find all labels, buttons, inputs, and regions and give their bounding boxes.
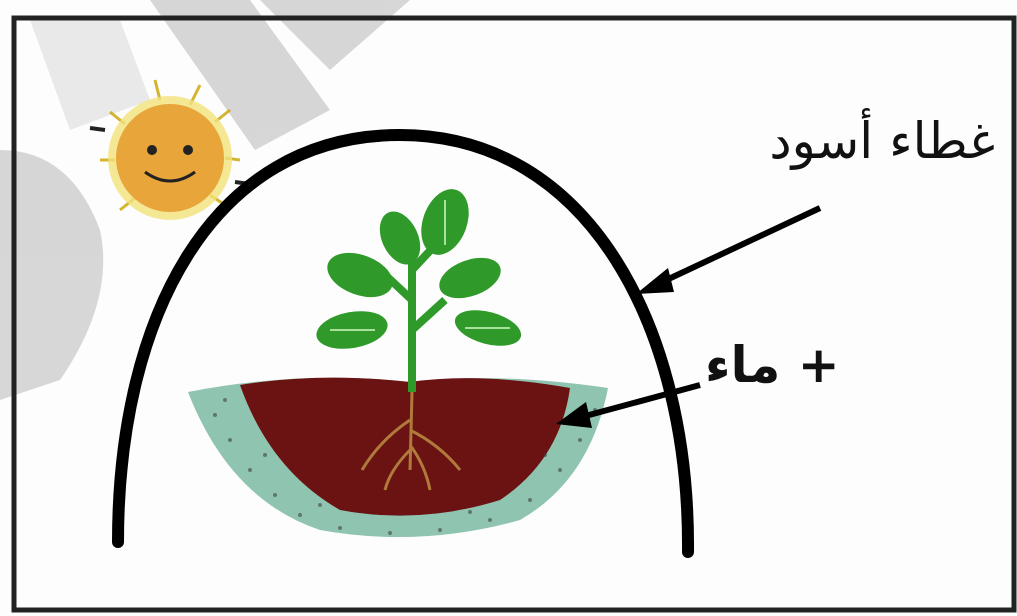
water-label: + ماء xyxy=(705,336,840,394)
cover-arrow xyxy=(636,208,820,294)
seedling-icon xyxy=(313,183,525,392)
cover-label: غطاء أسود xyxy=(769,112,995,170)
soil xyxy=(188,378,608,537)
